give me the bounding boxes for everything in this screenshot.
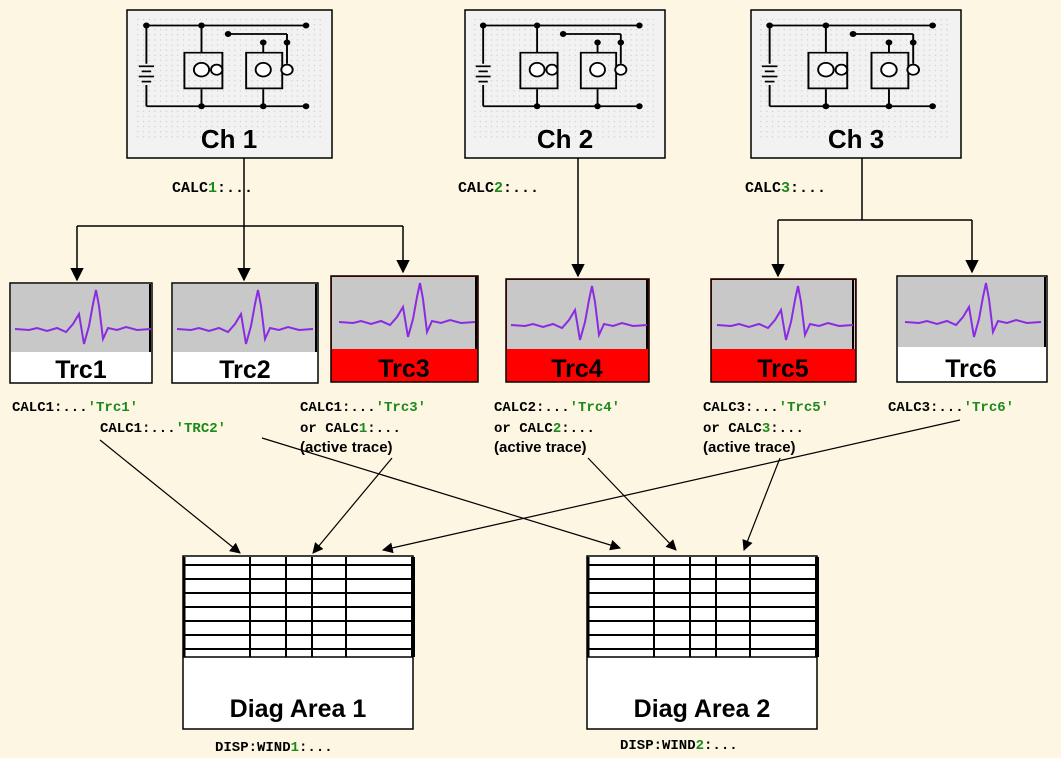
trace-5-box: Trc5 bbox=[710, 278, 857, 383]
svg-text:(active trace): (active trace) bbox=[494, 439, 587, 456]
trace-1-box: Trc1 bbox=[9, 282, 153, 384]
channel-3-circuit-icon bbox=[757, 16, 953, 142]
trace-to-diag-arrows bbox=[99, 419, 961, 554]
trace-5-caption: CALC3:...'Trc5' or CALC3:... (active tra… bbox=[703, 400, 829, 456]
diag-area-2-command: DISP:WIND2:... bbox=[620, 738, 738, 754]
channel-1-trace-connectors bbox=[70, 158, 410, 282]
channel-3-panel: Ch 3 bbox=[750, 9, 962, 159]
svg-text:or CALC2:...: or CALC2:... bbox=[494, 421, 595, 437]
trace-2-box: Trc2 bbox=[171, 282, 319, 384]
svg-text:(active trace): (active trace) bbox=[703, 439, 796, 456]
channel-2-label: Ch 2 bbox=[537, 124, 593, 154]
diag-area-1-command: DISP:WIND1:... bbox=[215, 740, 333, 756]
svg-text:CALC2:...'Trc4': CALC2:...'Trc4' bbox=[494, 400, 620, 416]
trace-4-label: Trc4 bbox=[551, 355, 603, 383]
channel-3-calc-label: CALC3:... bbox=[745, 180, 826, 197]
svg-text:CALC3:...'Trc5': CALC3:...'Trc5' bbox=[703, 400, 829, 416]
diag-area-1-grid bbox=[182, 555, 416, 659]
trace-3-caption: CALC1:...'Trc3' or CALC1:... (active tra… bbox=[300, 400, 426, 456]
channel-2-panel: Ch 2 bbox=[464, 9, 666, 159]
diag-area-2-label: Diag Area 2 bbox=[634, 695, 771, 723]
diag-area-1-label: Diag Area 1 bbox=[230, 695, 367, 723]
diag-area-2-grid bbox=[586, 555, 820, 659]
diag-area-1: Diag Area 1 bbox=[182, 555, 416, 730]
trace-4-box: Trc4 bbox=[505, 278, 650, 383]
trace-4-caption: CALC2:...'Trc4' or CALC2:... (active tra… bbox=[494, 400, 620, 456]
trace-6-box: Trc6 bbox=[896, 275, 1048, 383]
channel-1-panel: Ch 1 bbox=[126, 9, 333, 159]
trace-2-caption: CALC1:...'TRC2' bbox=[100, 421, 226, 437]
channel-2-circuit-icon bbox=[471, 16, 659, 142]
svg-text:or CALC1:...: or CALC1:... bbox=[300, 421, 401, 437]
channel-2-calc-label: CALC2:... bbox=[458, 180, 539, 197]
trace-1-caption: CALC1:...'Trc1' bbox=[12, 400, 138, 416]
trace-6-label: Trc6 bbox=[945, 355, 996, 383]
trace-2-label: Trc2 bbox=[219, 356, 270, 384]
diag-area-2: Diag Area 2 bbox=[586, 555, 820, 730]
channel-1-calc-label: CALC1:... bbox=[172, 180, 253, 197]
trace-5-label: Trc5 bbox=[757, 355, 809, 383]
channel-3-trace-connectors bbox=[771, 158, 979, 278]
channel-1-label: Ch 1 bbox=[201, 124, 257, 154]
trace-3-label: Trc3 bbox=[378, 355, 429, 383]
svg-text:CALC1:...'Trc3': CALC1:...'Trc3' bbox=[300, 400, 426, 416]
trace-6-caption: CALC3:...'Trc6' bbox=[888, 400, 1014, 416]
svg-text:(active trace): (active trace) bbox=[300, 439, 393, 456]
trace-3-box: Trc3 bbox=[330, 275, 479, 383]
channel-1-circuit-icon bbox=[134, 16, 326, 142]
channel-3-label: Ch 3 bbox=[828, 124, 884, 154]
svg-text:or CALC3:...: or CALC3:... bbox=[703, 421, 804, 437]
trace-1-label: Trc1 bbox=[55, 356, 107, 384]
